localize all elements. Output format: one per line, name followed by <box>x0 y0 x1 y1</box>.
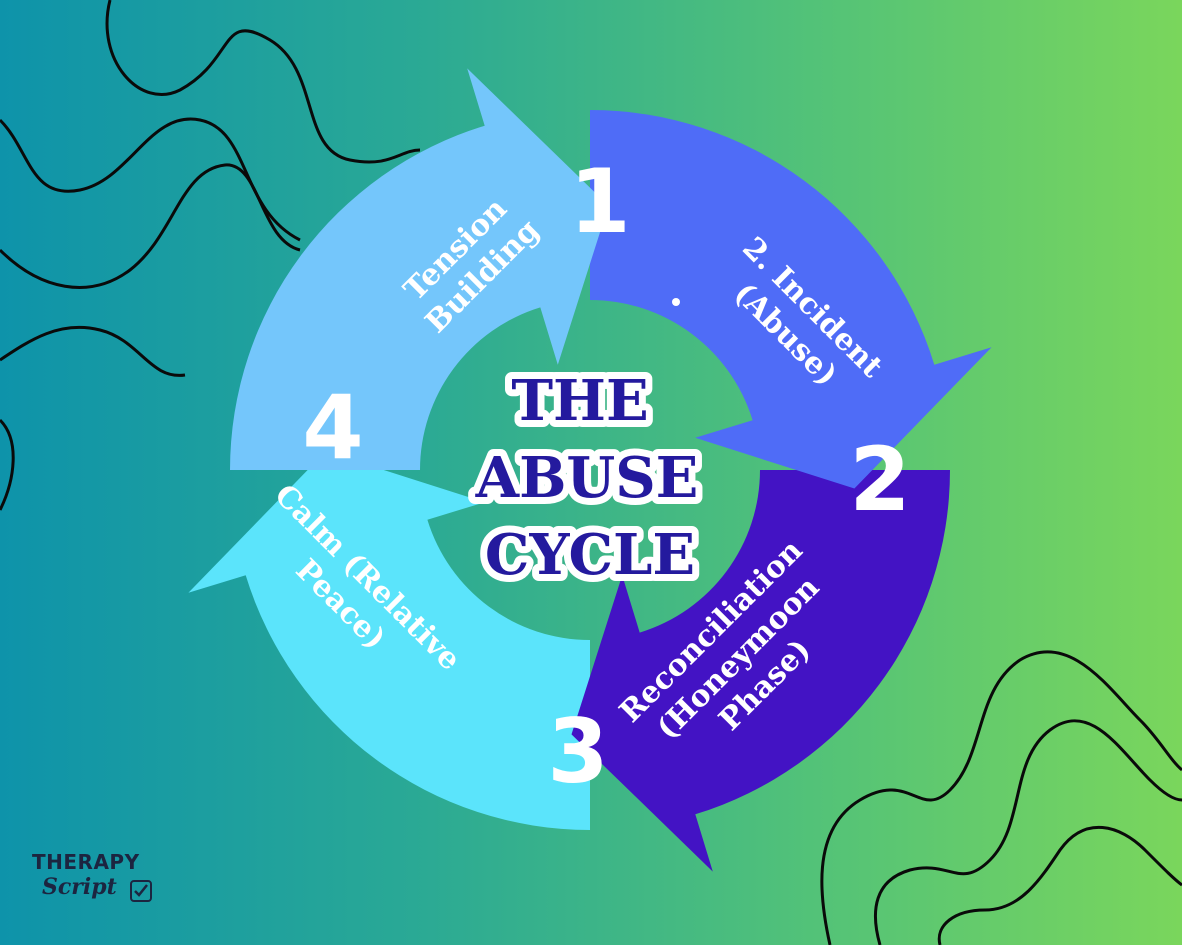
squiggle-line <box>0 163 301 289</box>
cycle-segment-3 <box>571 470 950 872</box>
stage-number-3: 3 <box>547 700 608 803</box>
title-line-outline: THE <box>511 368 648 434</box>
dot-marker <box>672 298 680 306</box>
title-line: ABUSE <box>475 445 699 511</box>
squiggle-line <box>0 325 186 377</box>
stage-number-1: 1 <box>569 150 630 253</box>
squiggle-line <box>0 418 15 511</box>
cycle-segment-2 <box>590 109 992 489</box>
title-line: THE <box>511 368 648 434</box>
squiggle-line <box>105 0 421 164</box>
logo-line-2: Script <box>42 874 117 900</box>
cycle-segment-4 <box>188 451 590 830</box>
squiggle-line <box>873 719 1182 945</box>
stage-number-2: 2 <box>849 428 910 531</box>
squiggle-line <box>937 825 1182 945</box>
squiggle-line <box>0 117 301 242</box>
title-line-outline: CYCLE <box>485 522 695 588</box>
therapy-script-logo: THERAPY Script <box>32 850 172 910</box>
logo-line-1: THERAPY <box>32 850 140 874</box>
title-line: CYCLE <box>485 522 695 588</box>
cycle-segment-1 <box>230 68 609 471</box>
diagram-title: THE ABUSE CYCLE THE ABUSE CYCLE <box>468 361 706 595</box>
stage-number-4: 4 <box>302 376 363 479</box>
checkbox-icon <box>130 880 152 902</box>
squiggle-line <box>820 650 1182 945</box>
title-line-outline: ABUSE <box>475 445 699 511</box>
